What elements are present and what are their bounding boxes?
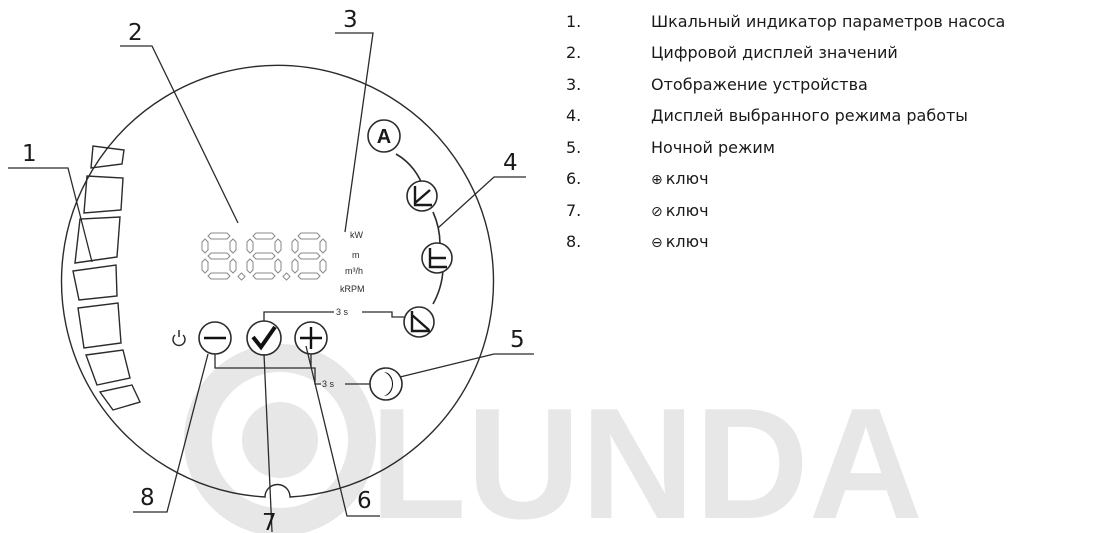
legend-number: 2.	[566, 43, 582, 62]
plus-icon	[300, 327, 322, 349]
timer-label-bottom: 3 s	[322, 379, 335, 389]
minus-circle-icon: ⊖	[651, 235, 663, 251]
unit-m: m	[352, 250, 360, 260]
unit-krpm: kRPM	[340, 284, 365, 294]
callout-8: 8	[140, 485, 155, 511]
digit-segment	[297, 252, 321, 260]
plus-circle-icon: ⊕	[651, 172, 663, 188]
legend-number: 7.	[566, 201, 582, 220]
legend-text: Шкальный индикатор параметров насоса	[651, 12, 1006, 31]
digit-segment	[207, 232, 231, 240]
callout-1: 1	[22, 141, 37, 167]
digit-segment	[252, 232, 276, 240]
digit-segment	[319, 258, 327, 274]
power-icon	[172, 330, 186, 347]
digit-segment	[229, 238, 237, 254]
digit-segment	[252, 272, 276, 280]
callout-7: 7	[262, 510, 277, 533]
check-circle-icon: ⊘	[651, 204, 663, 220]
digit-segment	[252, 252, 276, 260]
legend-text: Цифровой дисплей значений	[651, 43, 898, 62]
legend-number: 5.	[566, 138, 582, 157]
legend-number: 1.	[566, 12, 582, 31]
callout-2: 2	[128, 20, 143, 46]
auto-mode-label: A	[377, 126, 391, 148]
digit-segment	[229, 258, 237, 274]
unit-labels: kW m m³/h kRPM	[340, 230, 365, 294]
legend-text: Отображение устройства	[651, 75, 868, 94]
callout-3: 3	[343, 7, 358, 33]
digit-segment	[207, 272, 231, 280]
mode-glyphs	[410, 186, 447, 333]
timer-labels: 3 s 3 s	[322, 307, 349, 389]
unit-kw: kW	[350, 230, 364, 240]
legend-text: ключ	[665, 232, 709, 251]
watermark: LUNDA	[184, 344, 923, 533]
digit-segment	[207, 252, 231, 260]
auto-mode-icon[interactable]	[367, 119, 401, 153]
timer-connectors	[214, 311, 404, 385]
callout-numbers: 1 2 3 4 5 6 7 8	[22, 7, 525, 533]
digital-display	[201, 232, 327, 281]
unit-m3h: m³/h	[345, 266, 363, 276]
digit-segment	[274, 258, 282, 274]
legend-text: ключ	[665, 201, 709, 220]
callout-5: 5	[510, 327, 525, 353]
leader-lines	[8, 32, 534, 533]
digit-segment	[297, 232, 321, 240]
timer-label-top: 3 s	[336, 307, 349, 317]
moon-icon	[384, 372, 393, 396]
digit-segment	[297, 272, 321, 280]
legend-number: 6.	[566, 169, 582, 188]
digit-segment	[291, 238, 299, 254]
legend-text: Дисплей выбранного режима работы	[651, 106, 968, 125]
digit-segment	[201, 238, 209, 254]
digit-segment	[246, 238, 254, 254]
watermark-text: LUNDA	[370, 376, 923, 533]
legend-number: 3.	[566, 75, 582, 94]
legend-number: 4.	[566, 106, 582, 125]
check-icon	[251, 325, 277, 351]
legend-text: ключ	[665, 169, 709, 188]
callout-6: 6	[357, 488, 372, 514]
decimal-point	[282, 272, 291, 281]
legend-number: 8.	[566, 232, 582, 251]
mode-column	[367, 119, 453, 338]
digit-segment	[201, 258, 209, 274]
key-glyphs	[204, 325, 322, 351]
callout-4: 4	[503, 150, 518, 176]
decimal-point	[237, 272, 246, 281]
digit-segment	[246, 258, 254, 274]
digit-segment	[319, 238, 327, 254]
digit-segment	[274, 238, 282, 254]
legend-text: Ночной режим	[651, 138, 775, 157]
digit-segment	[291, 258, 299, 274]
bar-indicator	[72, 145, 141, 411]
